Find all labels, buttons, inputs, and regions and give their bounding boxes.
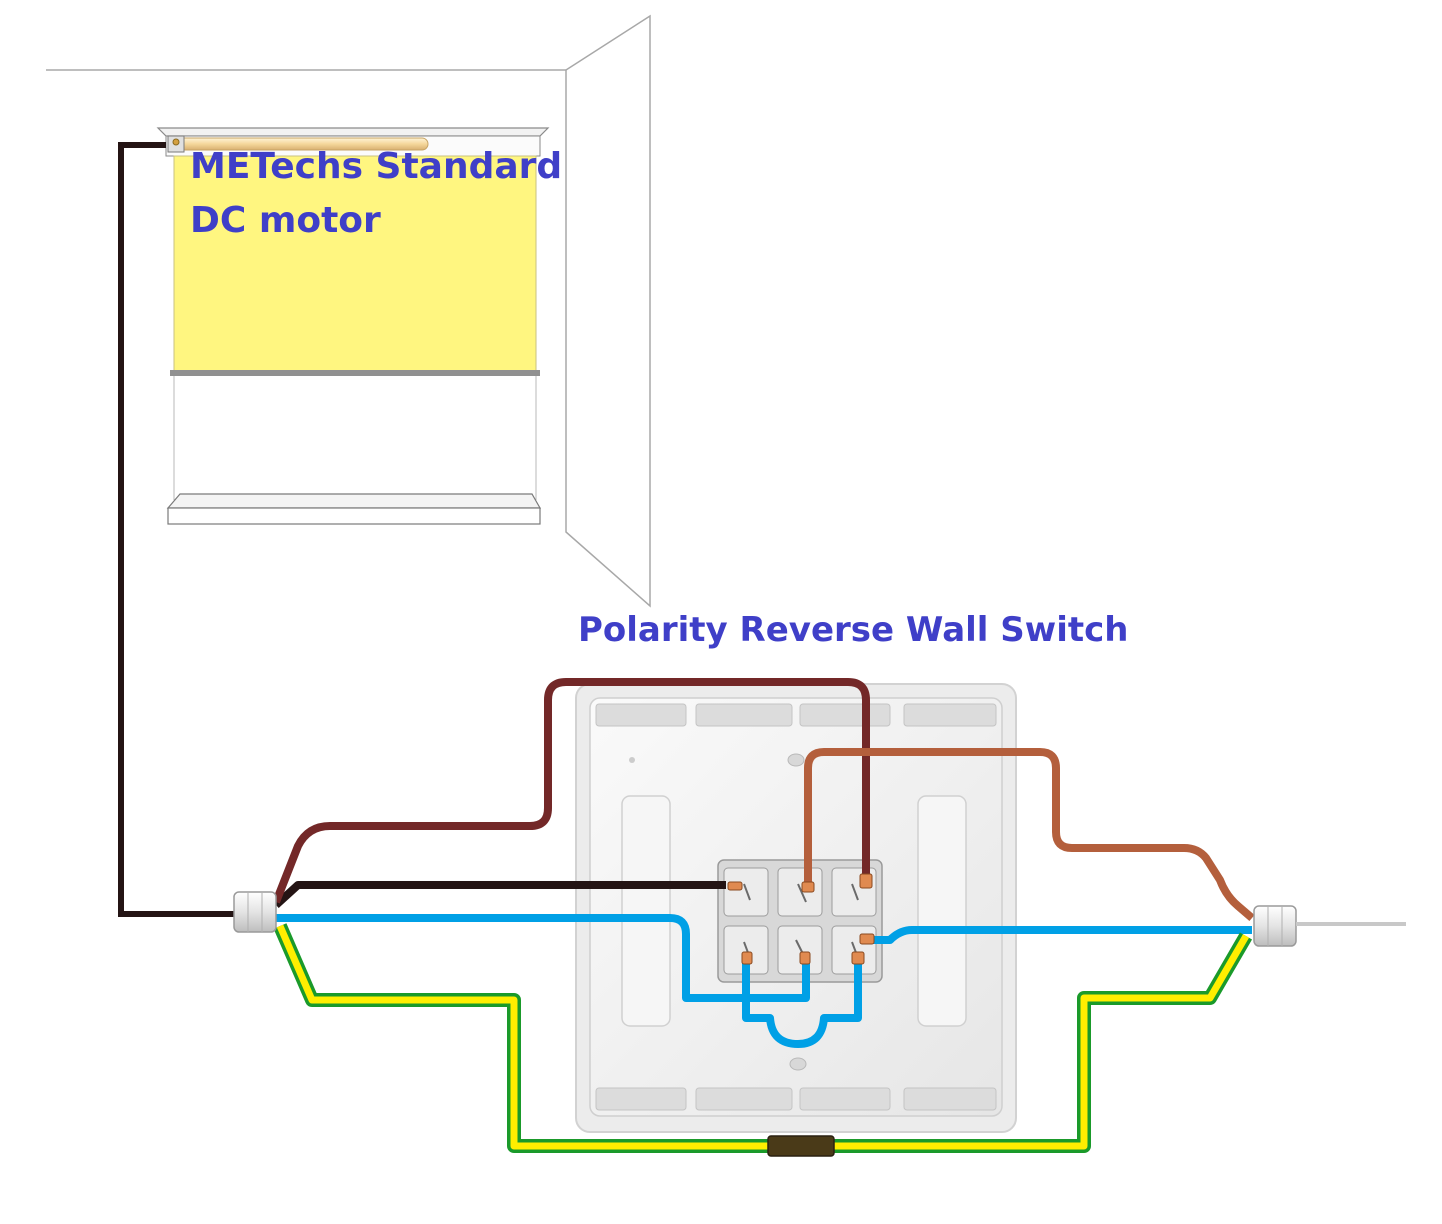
six-terminal-block bbox=[717, 859, 883, 983]
cable-connector-left bbox=[233, 891, 277, 933]
terminal-contacts bbox=[727, 873, 875, 965]
window-opening bbox=[173, 376, 537, 500]
dc-motor-tube bbox=[167, 135, 429, 153]
wire-blue-left bbox=[276, 914, 810, 1002]
blind-bottom-bar bbox=[170, 370, 540, 376]
window-sill bbox=[166, 493, 542, 525]
earth-wire-joiner bbox=[767, 1135, 835, 1157]
mounting-hole-bottom bbox=[789, 1057, 807, 1071]
motor-label: METechs Standard bbox=[190, 146, 563, 187]
terminal-top-middle bbox=[777, 867, 823, 917]
wire-brown bbox=[804, 748, 1255, 922]
cable-connector-right bbox=[1253, 905, 1297, 947]
switch-slot-right bbox=[917, 795, 967, 1027]
switch-slot-left bbox=[621, 795, 671, 1027]
side-wall bbox=[565, 14, 651, 608]
wire-blue-bridge bbox=[742, 960, 862, 1048]
motor-label-line2: DC motor bbox=[190, 200, 381, 241]
blind-fabric bbox=[173, 155, 537, 373]
wire-black-motor-to-connector bbox=[118, 142, 238, 917]
wire-dark-red bbox=[272, 678, 870, 904]
mounting-hole-top bbox=[787, 753, 805, 767]
wire-blue-right bbox=[862, 926, 1252, 944]
switch-title: Polarity Reverse Wall Switch bbox=[578, 610, 1129, 650]
switch-ribs-top bbox=[595, 703, 997, 727]
switch-ribs-bottom bbox=[595, 1087, 997, 1111]
wire-black-to-terminal bbox=[273, 881, 726, 908]
room-wall bbox=[46, 14, 651, 608]
